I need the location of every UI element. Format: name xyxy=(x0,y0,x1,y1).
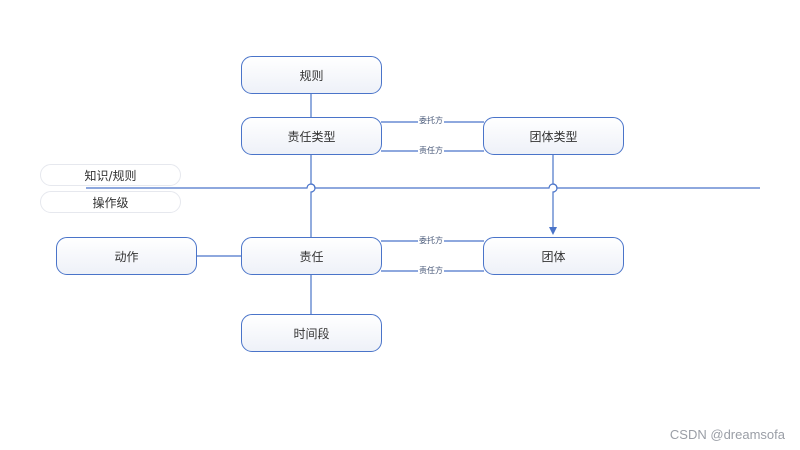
edge-responsibility-type-responsibility xyxy=(310,155,316,237)
node-responsibility-type: 责任类型 xyxy=(241,117,382,155)
watermark-text: CSDN @dreamsofa xyxy=(669,427,785,442)
edge-label-instance-lower: 责任方 xyxy=(418,266,444,276)
node-action: 动作 xyxy=(56,237,197,275)
node-responsibility: 责任 xyxy=(241,237,382,275)
level-boundary-line xyxy=(86,183,760,189)
edge-label-instance-upper: 委托方 xyxy=(418,236,444,246)
edge-party-type-party-arrow xyxy=(549,155,558,235)
node-party-type: 团体类型 xyxy=(483,117,624,155)
edge-label-type-upper: 委托方 xyxy=(418,116,444,126)
node-party: 团体 xyxy=(483,237,624,275)
edge-label-type-lower: 责任方 xyxy=(418,146,444,156)
node-rule: 规则 xyxy=(241,56,382,94)
node-time-period: 时间段 xyxy=(241,314,382,352)
level-label-knowledge: 知识/规则 xyxy=(40,164,181,186)
level-label-operational: 操作级 xyxy=(40,191,181,213)
